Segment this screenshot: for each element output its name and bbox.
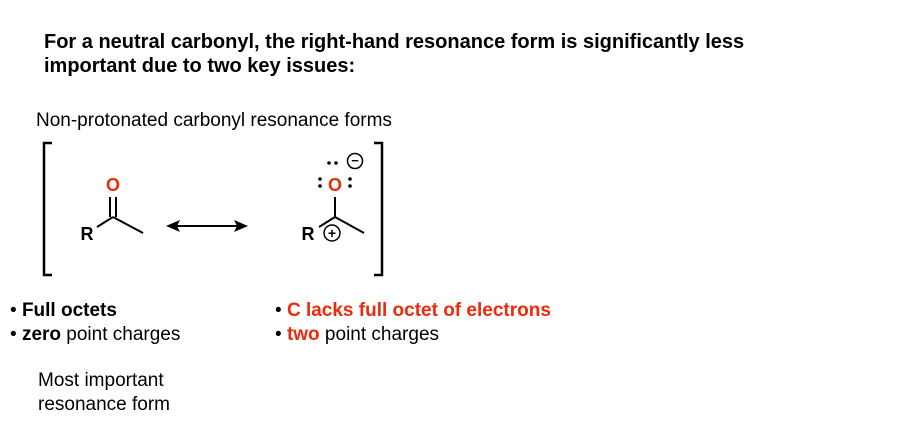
lone-pair-dot [334, 161, 338, 165]
lone-pair-dot [348, 177, 352, 181]
heading-line-1: For a neutral carbonyl, the right-hand r… [44, 31, 745, 53]
neutral-carbonyl-structure: O R [81, 175, 144, 244]
caption-line-2: resonance form [38, 394, 171, 415]
caption-line-1: Most important [38, 370, 164, 391]
positive-charge-sign: + [328, 225, 336, 241]
right-bracket [374, 141, 384, 277]
list-item: • zero point charges [10, 324, 181, 345]
resonance-arrow [166, 220, 248, 232]
subtitle: Non-protonated carbonyl resonance forms [36, 110, 392, 131]
caption: Most important resonance form [38, 369, 238, 417]
bullet-strong-text: C lacks full octet of electrons [286, 300, 551, 321]
left-r-group-label: R [81, 224, 94, 244]
bullet-strong-text: zero [21, 324, 62, 345]
left-bullet-list: • Full octets • zero point charges [10, 299, 180, 347]
left-bond-to-methyl [112, 216, 144, 234]
lone-pair-dot [348, 184, 352, 188]
negative-charge-icon [346, 152, 364, 170]
right-bond-to-methyl [334, 216, 365, 234]
list-item: • two point charges [275, 324, 440, 345]
bullet-strong-text: Full octets [21, 300, 117, 321]
negative-charge-sign: − [351, 153, 359, 168]
charge-separated-structure: O − R + [302, 152, 365, 244]
left-bond-to-r [96, 216, 114, 228]
left-bracket [42, 141, 52, 277]
right-r-group-label: R [302, 224, 315, 244]
right-oxygen-label: O [328, 175, 342, 195]
list-item: • C lacks full octet of electrons [275, 300, 551, 321]
positive-charge-icon [323, 224, 341, 242]
heading-line-2: important due to two key issues: [44, 55, 356, 77]
lone-pair-dot [318, 184, 322, 188]
heading: For a neutral carbonyl, the right-hand r… [44, 30, 864, 78]
lone-pair-dot [327, 161, 331, 165]
lone-pair-dot [318, 177, 322, 181]
bullet-strong-text: two [286, 324, 320, 345]
list-item: • Full octets [10, 300, 117, 321]
left-oxygen-label: O [106, 175, 120, 195]
right-bond-to-r [318, 216, 336, 228]
right-bullet-list: • C lacks full octet of electrons • two … [275, 299, 551, 347]
